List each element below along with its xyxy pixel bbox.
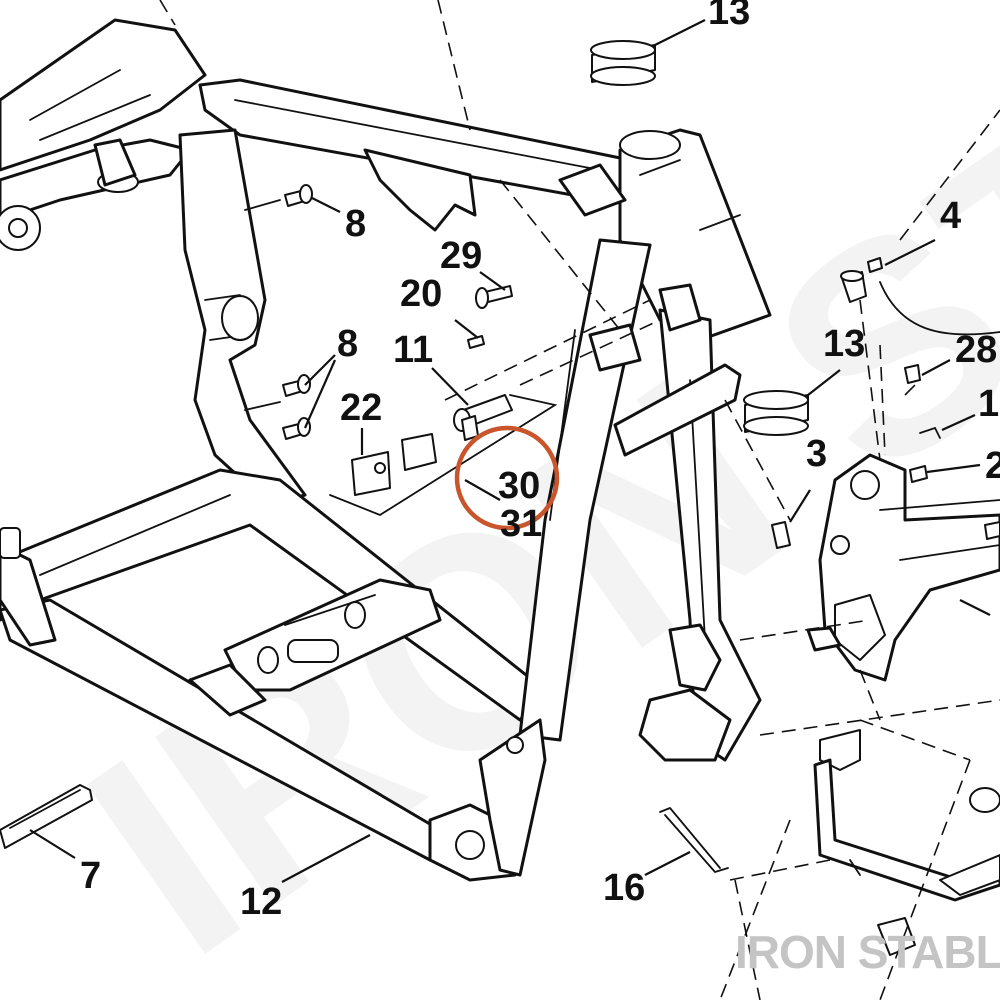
highlight-circle xyxy=(454,425,560,531)
callout-13-top[interactable]: 13 xyxy=(708,0,750,33)
callout-3[interactable]: 3 xyxy=(806,433,827,475)
callout-11[interactable]: 11 xyxy=(393,329,433,371)
hardware-parts xyxy=(0,40,1000,873)
right-side-assembly xyxy=(806,453,1000,682)
callout-31[interactable]: 31 xyxy=(500,503,542,545)
callout-12[interactable]: 12 xyxy=(240,881,282,923)
assembly-lines xyxy=(159,0,1000,1000)
callout-30[interactable]: 30 xyxy=(498,465,540,507)
callout-13-right[interactable]: 13 xyxy=(823,323,865,365)
callout-7[interactable]: 7 xyxy=(80,855,101,897)
callout-labels: 13 8 29 20 4 8 11 13 28 1 22 3 30 31 2 7… xyxy=(80,0,1000,923)
callout-2[interactable]: 2 xyxy=(985,445,1000,487)
brake-lever-assembly xyxy=(813,729,1000,956)
callout-16[interactable]: 16 xyxy=(603,867,645,909)
callout-29[interactable]: 29 xyxy=(440,235,482,277)
leader-lines xyxy=(29,19,991,883)
callout-20[interactable]: 20 xyxy=(400,273,442,315)
callout-28[interactable]: 28 xyxy=(955,329,997,371)
callout-8-lower[interactable]: 8 xyxy=(337,323,358,365)
callout-4[interactable]: 4 xyxy=(940,195,961,237)
corner-watermark: IRON STABLE xyxy=(735,926,1000,978)
motorcycle-frame-drawing xyxy=(0,18,772,882)
callout-22[interactable]: 22 xyxy=(340,387,382,429)
callout-1[interactable]: 1 xyxy=(978,383,999,425)
callout-8-upper[interactable]: 8 xyxy=(345,203,366,245)
